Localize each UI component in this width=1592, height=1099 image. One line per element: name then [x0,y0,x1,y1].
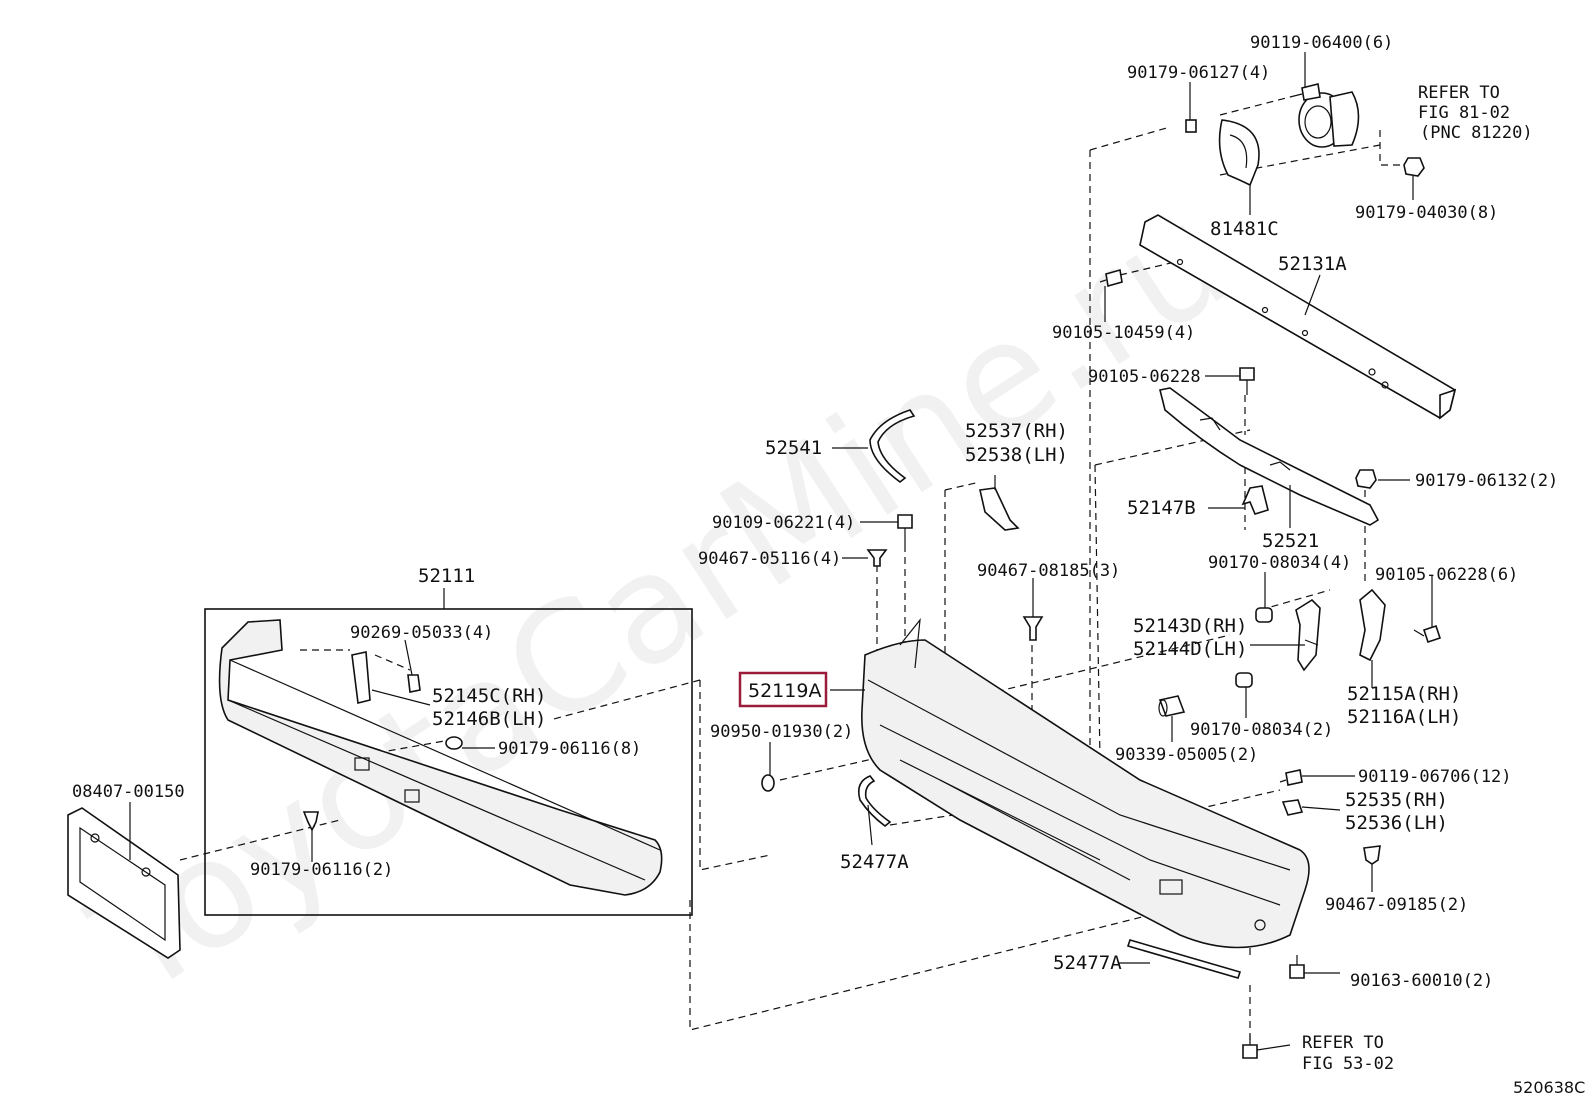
label-90179-06116-8: 90179-06116(8) [498,739,641,759]
retainer-90950-01930 [761,774,775,792]
leader-lines [129,52,1433,1051]
label-52535: 52535(RH) [1345,789,1448,811]
label-refer-fig81-line3: (PNC 81220) [1420,123,1533,143]
nut-90170-08034 [1235,607,1273,688]
bolt-90105-06228 [1239,367,1255,395]
nut-90179-06132 [1355,469,1377,489]
fog-lamp-bracket-81481c [1218,119,1260,187]
label-52147b: 52147B [1127,497,1196,519]
label-90179-06116-2: 90179-06116(2) [250,860,393,880]
label-90179-06127: 90179-06127(4) [1127,63,1270,83]
bumper-cover-52119a [861,618,1310,949]
label-90269-05033: 90269-05033(4) [350,623,493,643]
label-81481c: 81481C [1210,218,1279,240]
clip-90179-06116-8 [445,736,463,750]
bumper-52111 [218,619,663,896]
label-90109-06221: 90109-06221(4) [712,513,855,533]
bracket-52143d [1295,598,1321,672]
label-52477a-upper: 52477A [840,851,909,873]
label-52111: 52111 [418,565,475,587]
label-52115a: 52115A(RH) [1347,683,1461,705]
bracket-52147b [1241,485,1269,515]
bolt-90105-06228-6 [1413,624,1442,644]
label-52521: 52521 [1262,530,1319,552]
label-52537: 52537(RH) [965,420,1068,442]
clip-52535 [1281,799,1304,816]
label-90105-06228-6: 90105-06228(6) [1375,565,1518,585]
bolt-90163-60010 [1289,955,1305,979]
bracket-52145c [351,651,371,704]
clip-90467-05116 [866,549,888,567]
label-52131a: 52131A [1278,253,1347,275]
bracket-52537 [979,487,1020,531]
clip-90179-06116-2 [302,811,319,832]
bolt-90269-05033 [407,674,421,693]
bolt-90105-10459 [1099,268,1123,288]
bolt-90109-06221 [897,514,913,545]
label-refer-fig53-line2: FIG 53-02 [1302,1054,1394,1074]
moulding-52477a-lower [1126,939,1242,979]
label-90119-06400: 90119-06400(6) [1250,33,1393,53]
label-90179-06132: 90179-06132(2) [1415,471,1558,491]
label-90467-09185: 90467-09185(2) [1325,895,1468,915]
label-52541: 52541 [765,437,822,459]
label-refer-fig81-line2: FIG 81-02 [1418,103,1510,123]
label-08407-00150: 08407-00150 [72,782,185,802]
label-52119a: 52119A [748,680,821,702]
label-90105-10459: 90105-10459(4) [1052,323,1195,343]
moulding-52477a-upper [857,775,892,828]
part-labels: 90119-06400(6) 90179-06127(4) REFER TO F… [72,33,1585,1097]
label-90119-06706: 90119-06706(12) [1358,767,1512,787]
label-90170-08034-2: 90170-08034(2) [1190,720,1333,740]
label-52146b: 52146B(LH) [432,708,546,730]
label-90950-01930: 90950-01930(2) [710,722,853,742]
bumper-assy-frame [204,608,693,916]
label-90170-08034-4: 90170-08034(4) [1208,553,1351,573]
watermark-text: ToyotaCarMine.ru [64,171,1259,1031]
label-52144d: 52144D(LH) [1133,638,1247,660]
license-frame-08407-00150 [67,807,181,959]
fog-lamp [1298,91,1360,148]
figure-code: 520638C [1513,1078,1585,1097]
highlight-box-52119a [738,671,828,708]
bolt-90119-06400 [1289,83,1321,101]
label-52538: 52538(LH) [965,444,1068,466]
clip-90467-08185 [1022,616,1044,641]
label-52477a-lower: 52477A [1053,952,1122,974]
label-52536: 52536(LH) [1345,812,1448,834]
reinforcement-52131a [1139,214,1457,420]
moulding-52541 [869,409,916,484]
bolt-90119-06706 [1279,769,1303,786]
label-90105-06228: 90105-06228 [1088,367,1201,387]
bumper-arm-52521 [1159,387,1380,526]
stay-52115a [1359,588,1386,662]
label-90179-04030: 90179-04030(8) [1355,203,1498,223]
label-refer-fig53-line1: REFER TO [1302,1033,1384,1053]
clip-90467-09185 [1363,845,1381,865]
label-90339-05005: 90339-05005(2) [1115,745,1258,765]
label-52145c: 52145C(RH) [432,685,546,707]
bolt-refer-53-02 [1242,1035,1258,1059]
label-52116a: 52116A(LH) [1347,706,1461,728]
nut-90179-04030 [1403,157,1425,177]
label-refer-fig81-line1: REFER TO [1418,83,1500,103]
label-90467-08185: 90467-08185(3) [977,561,1120,581]
clip-90179-06127 [1185,119,1197,133]
label-52143d: 52143D(RH) [1133,615,1247,637]
cushion-90339-05005 [1158,695,1186,717]
label-90467-05116: 90467-05116(4) [698,549,841,569]
label-90163-60010: 90163-60010(2) [1350,971,1493,991]
